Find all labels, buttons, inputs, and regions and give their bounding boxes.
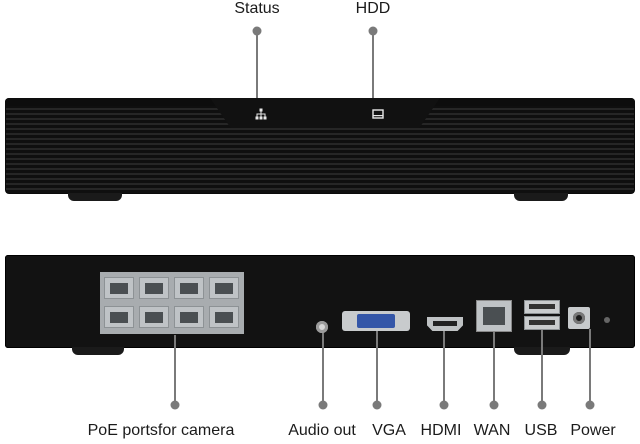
poe-callout-dot	[170, 400, 179, 410]
power-callout-dot	[585, 400, 594, 410]
wan-callout-dot	[489, 400, 498, 410]
poe-port-8	[209, 306, 239, 328]
usb-callout-dot	[537, 400, 546, 410]
audio-out-jack	[316, 321, 328, 333]
poe-port-7	[174, 306, 204, 328]
status-callout-line	[256, 31, 258, 107]
poe-port-block	[100, 272, 244, 334]
usb-port-top	[524, 300, 560, 314]
wan-label: WAN	[473, 422, 511, 439]
usb-callout-line	[541, 330, 543, 405]
audio-callout-dot	[318, 400, 327, 410]
audio-callout-line	[322, 333, 324, 405]
front-indicator-panel	[210, 98, 440, 128]
audio-out-label: Audio out	[288, 422, 356, 439]
vga-callout-dot	[372, 400, 381, 410]
front-right-foot	[514, 193, 568, 201]
wan-callout-line	[493, 332, 495, 405]
hdmi-label: HDMI	[420, 422, 462, 439]
power-label: Power	[570, 422, 616, 439]
hdmi-callout-dot	[439, 400, 448, 410]
usb-port-bottom	[524, 316, 560, 330]
poe-port-1	[104, 277, 134, 299]
network-tree-icon	[255, 108, 267, 122]
status-label: Status	[234, 0, 280, 17]
hdd-callout-line	[372, 31, 374, 107]
hdmi-callout-line	[443, 331, 445, 405]
poe-port-2	[139, 277, 169, 299]
vga-label: VGA	[372, 422, 406, 439]
device-front-panel	[5, 98, 635, 194]
poe-port-5	[104, 306, 134, 328]
poe-callout-line	[174, 335, 176, 405]
usb-label: USB	[524, 422, 558, 439]
poe-label: PoE portsfor camera	[87, 422, 235, 439]
poe-port-4	[209, 277, 239, 299]
power-jack	[568, 307, 590, 329]
wan-port	[476, 300, 512, 332]
hdmi-port	[427, 317, 463, 331]
ground-screw	[604, 317, 610, 323]
poe-port-3	[174, 277, 204, 299]
vga-callout-line	[376, 331, 378, 405]
power-callout-line	[589, 329, 591, 405]
hard-drive-icon	[372, 108, 384, 122]
rear-left-foot	[72, 347, 124, 355]
hdd-label: HDD	[355, 0, 391, 17]
vga-connector	[357, 314, 395, 328]
poe-port-6	[139, 306, 169, 328]
front-left-foot	[68, 193, 122, 201]
vga-port	[342, 311, 410, 331]
